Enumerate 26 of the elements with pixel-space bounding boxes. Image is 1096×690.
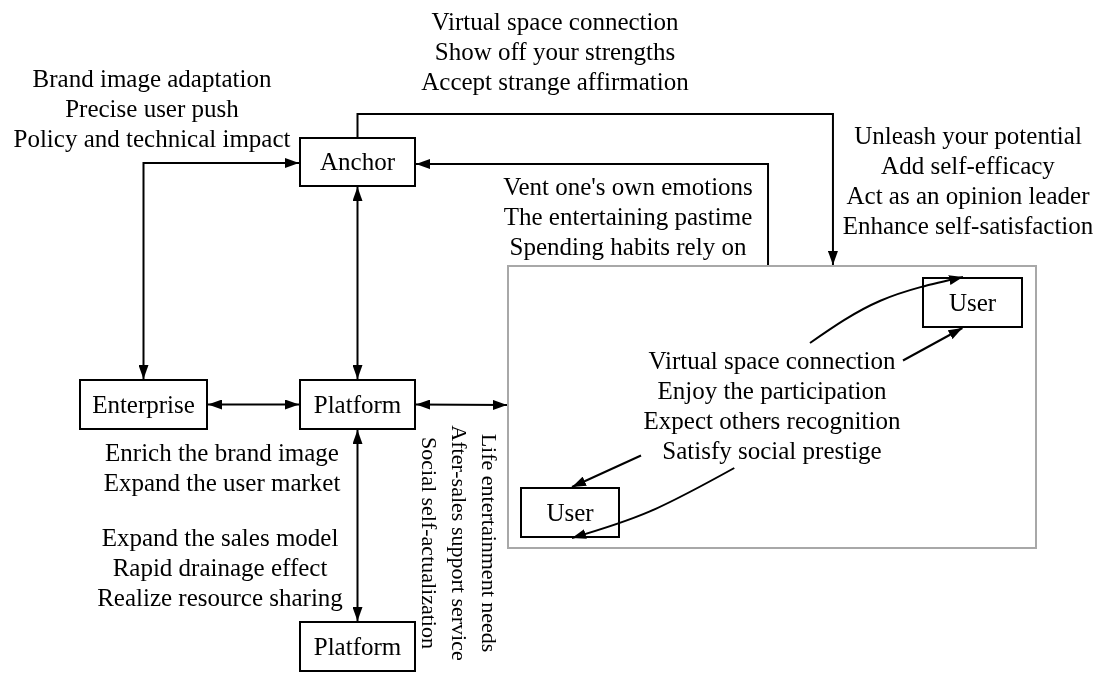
process-box: Anchor [299,137,416,187]
arrow [415,159,770,266]
edge-label: Enrich the brand image Expand the user market [103,438,341,498]
arrow [571,454,642,488]
connection-text: Virtual space connection Enjoy the participation Expect others recognition Satisfy social prestige [641,343,903,468]
arrow [415,399,508,410]
process-box: User [922,277,1023,328]
edge-label: Life entertainment needs After-sales support service Social self-actualization [416,424,503,661]
process-box: Enterprise [79,379,208,430]
arrow [571,467,736,539]
arrow [207,399,300,410]
edge-label: Brand image adaptation Precise user push Policy and technical impact [13,64,291,154]
arrow [902,327,964,362]
arrow [352,186,363,380]
edge-label: Expand the sales model Rapid drainage effect Realize resource sharing [97,523,343,613]
process-box: Platform [299,621,416,672]
process-box: User [520,487,620,538]
edge-label: Vent one's own emotions The entertaining pastime Spending habits rely on [503,172,753,262]
arrow [809,275,964,344]
process-box: Platform [299,379,416,430]
arrow [352,429,363,622]
annotation-text: Unleash your potential Add self-efficacy Act as an opinion leader Enhance self-satisfaction [842,121,1094,241]
group-frame [507,265,1037,549]
arrow [138,158,300,380]
arrow [356,113,838,266]
edge-label: Virtual space connection Show off your strengths Accept strange affirmation [421,7,689,97]
